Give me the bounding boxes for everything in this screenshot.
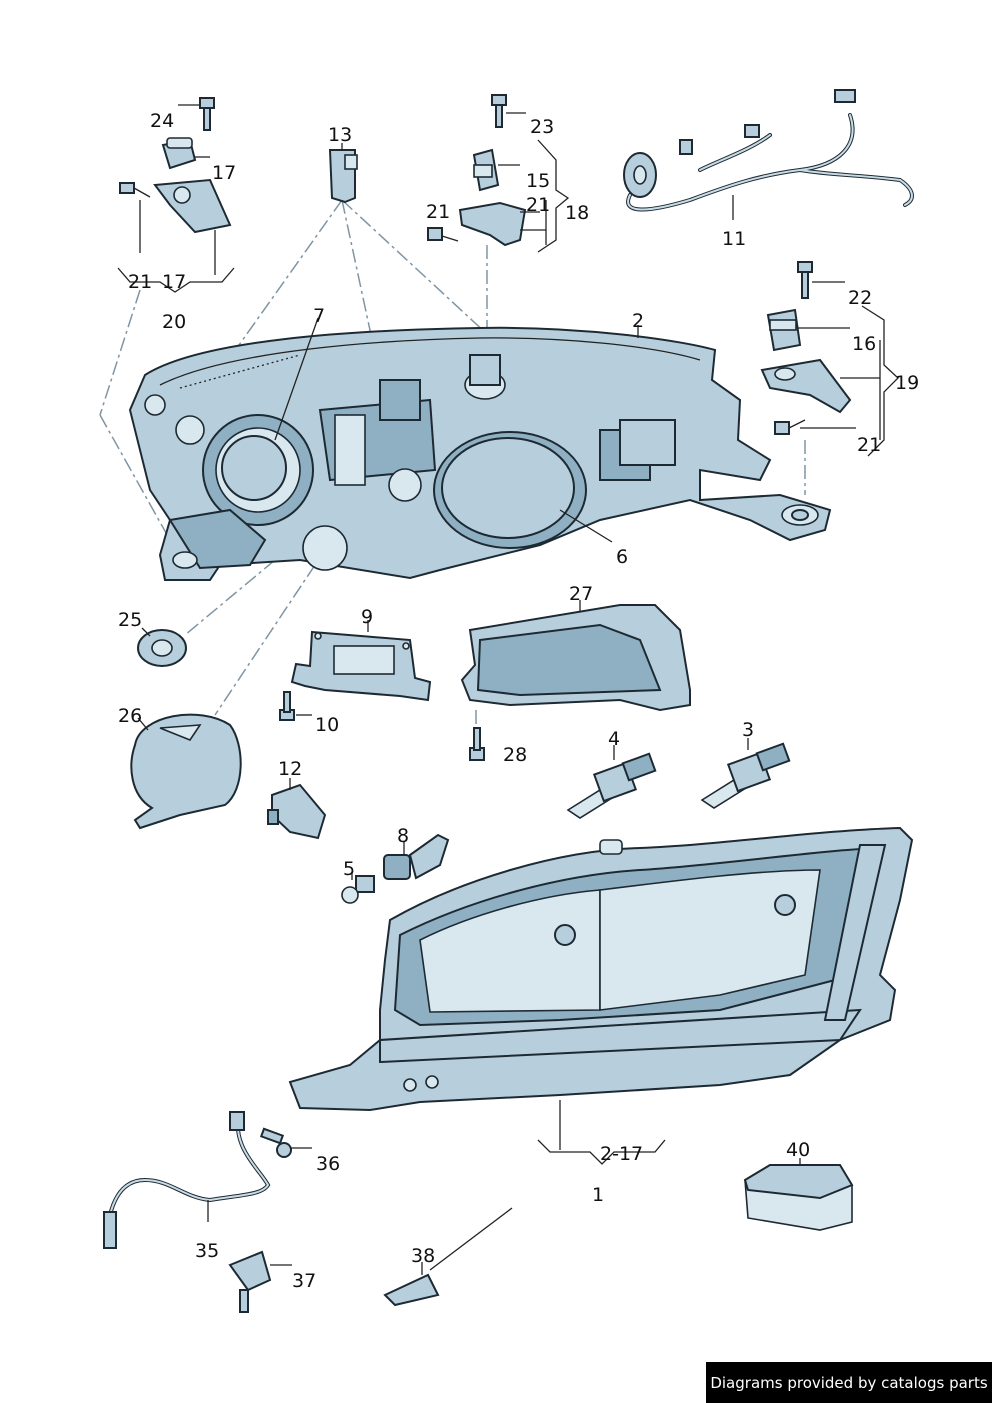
label-23: 23 [530,116,554,138]
screw-36 [259,1127,312,1158]
label-21-mid: 21 [526,194,550,216]
label-3: 3 [742,719,754,741]
label-5: 5 [343,858,355,880]
label-24: 24 [150,110,174,132]
clip-13 [328,143,358,204]
credit-banner: Diagrams provided by catalogs parts [706,1362,992,1403]
grommet-25 [137,627,187,667]
label-4: 4 [608,728,620,750]
bracket-assembly-19 [760,261,899,457]
headlight-1 [288,826,914,1165]
label-6: 6 [616,546,628,568]
label-8: 8 [397,825,409,847]
bracket-assembly-18 [427,94,570,253]
label-40: 40 [786,1139,810,1161]
label-10: 10 [315,714,339,736]
bulb-3 [700,738,791,809]
label-28: 28 [503,744,527,766]
bracket-assembly-20 [117,97,235,293]
label-2: 2 [632,310,644,332]
motor-12 [267,778,327,840]
label-16: 16 [852,333,876,355]
wire-35 [103,1111,271,1249]
label-17-upper: 17 [212,162,236,184]
clip-37 [228,1250,292,1313]
bulb-4 [566,745,657,819]
label-22: 22 [848,287,872,309]
label-17-lower: 17 [162,271,186,293]
label-19: 19 [895,372,919,394]
label-11: 11 [722,228,746,250]
label-26: 26 [118,705,142,727]
label-21-left: 21 [128,271,152,293]
label-12: 12 [278,758,302,780]
label-7: 7 [313,305,325,327]
label-38: 38 [411,1245,435,1267]
cap-26 [130,713,242,830]
control-unit-9 [279,620,432,721]
part-40 [743,1158,854,1231]
label-1: 1 [592,1184,604,1206]
part-number-labels: 24 17 21 17 20 13 23 15 21 21 18 11 22 1… [118,110,919,1292]
label-2-17: 2-17 [600,1143,643,1165]
bulb-5 [341,872,375,904]
label-37: 37 [292,1270,316,1292]
label-21-right: 21 [857,434,881,456]
label-21-top: 21 [426,201,450,223]
label-18: 18 [565,202,589,224]
bracket-27 [460,600,691,761]
label-27: 27 [569,583,593,605]
wiring-harness-11 [623,89,914,220]
headlight-housing-2 [128,317,832,581]
label-35: 35 [195,1240,219,1262]
label-15: 15 [526,170,550,192]
label-36: 36 [316,1153,340,1175]
bulb-holder-8 [383,833,450,880]
label-9: 9 [361,606,373,628]
label-13: 13 [328,124,352,146]
label-20: 20 [162,311,186,333]
label-25: 25 [118,609,142,631]
cable-tie-38 [383,1207,513,1307]
